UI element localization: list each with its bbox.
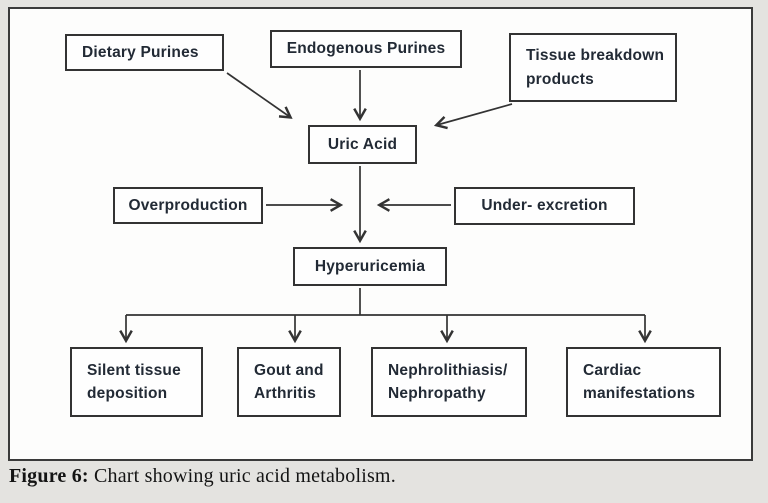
node-under-excretion: Under- excretion — [454, 187, 635, 225]
node-tissue-breakdown-products: Tissue breakdown products — [509, 33, 677, 102]
node-overproduction: Overproduction — [113, 187, 263, 224]
figure-caption-label: Figure 6: — [9, 465, 89, 487]
figure-caption-text: Chart showing uric acid metabolism. — [88, 465, 396, 487]
node-dietary-purines: Dietary Purines — [65, 34, 224, 71]
figure-caption: Figure 6: Chart showing uric acid metabo… — [9, 465, 759, 488]
node-gout-and-arthritis: Gout and Arthritis — [237, 347, 341, 417]
node-nephrolithiasis-nephropathy: Nephrolithiasis/ Nephropathy — [371, 347, 527, 417]
node-cardiac-manifestations: Cardiac manifestations — [566, 347, 721, 417]
node-hyperuricemia: Hyperuricemia — [293, 247, 447, 286]
node-uric-acid: Uric Acid — [308, 125, 417, 164]
node-endogenous-purines: Endogenous Purines — [270, 30, 462, 68]
node-silent-tissue-deposition: Silent tissue deposition — [70, 347, 203, 417]
